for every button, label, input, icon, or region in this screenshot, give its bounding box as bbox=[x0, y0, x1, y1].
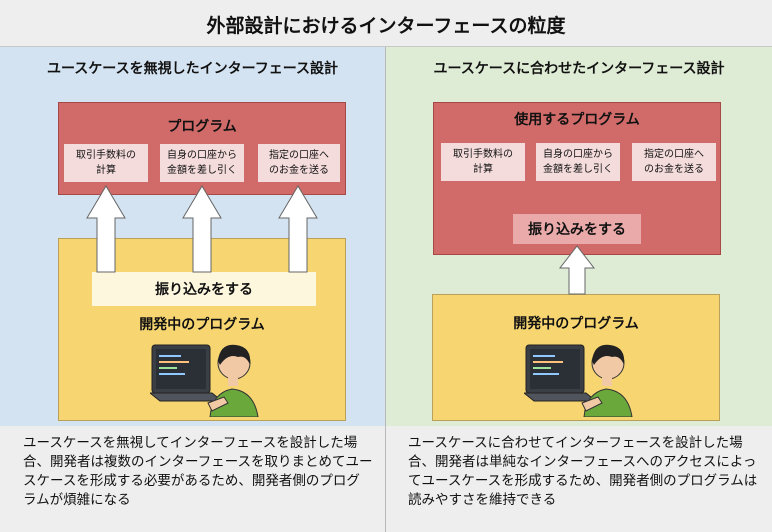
up-arrow-icon bbox=[182, 185, 222, 273]
left-function-fee: 取引手数料の 計算 bbox=[64, 144, 148, 182]
left-description: ユースケースを無視してインターフェースを設計した場合、開発者は複数のインターフェ… bbox=[23, 435, 373, 508]
right-panel-heading: ユースケースに合わせたインターフェース設計 bbox=[433, 61, 725, 77]
right-description: ユースケースに合わせてインターフェースを設計した場合、開発者は単純なインターフェ… bbox=[408, 435, 758, 508]
left-transfer-bar: 振り込みをする bbox=[92, 272, 316, 306]
up-arrow-icon bbox=[86, 185, 126, 273]
right-function-withdraw: 自身の口座から 金額を差し引く bbox=[536, 143, 620, 181]
right-description-area: ユースケースに合わせてインターフェースを設計した場合、開発者は単純なインターフェ… bbox=[386, 426, 772, 532]
diagram-title: 外部設計におけるインターフェースの粒度 bbox=[206, 15, 566, 37]
developer-at-laptop-illustration bbox=[524, 344, 633, 417]
right-transfer-box: 振り込みをする bbox=[513, 214, 641, 244]
left-program-label: プログラム bbox=[167, 119, 237, 135]
left-panel-heading: ユースケースを無視したインターフェース設計 bbox=[46, 61, 339, 77]
right-program-label: 使用するプログラム bbox=[514, 112, 640, 128]
left-function-send: 指定の口座へ のお金を送る bbox=[258, 144, 340, 182]
up-arrow-icon bbox=[278, 185, 318, 273]
left-function-withdraw: 自身の口座から 金額を差し引く bbox=[160, 144, 244, 182]
developer-at-laptop-illustration bbox=[150, 344, 259, 417]
right-function-fee: 取引手数料の 計算 bbox=[441, 143, 525, 181]
right-function-send: 指定の口座へ のお金を送る bbox=[632, 143, 716, 181]
left-dev-program-label: 開発中のプログラム bbox=[139, 317, 265, 333]
up-arrow-icon bbox=[558, 245, 596, 295]
left-description-area: ユースケースを無視してインターフェースを設計した場合、開発者は複数のインターフェ… bbox=[0, 426, 385, 532]
right-dev-program-label: 開発中のプログラム bbox=[513, 316, 639, 332]
title-bar: 外部設計におけるインターフェースの粒度 bbox=[0, 0, 772, 47]
panel-divider bbox=[385, 47, 386, 532]
